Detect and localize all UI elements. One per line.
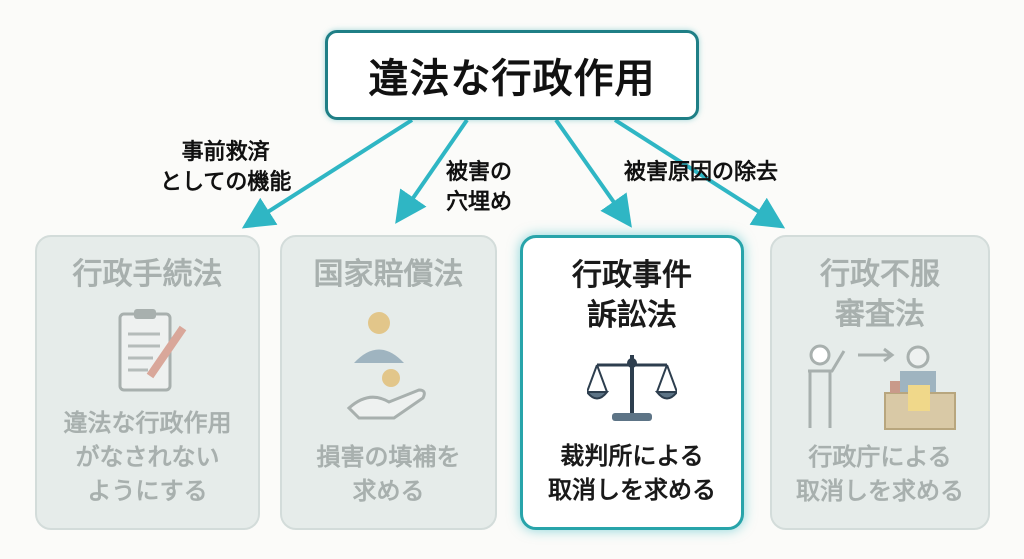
- card-name: 行政不服 審査法: [820, 255, 940, 335]
- desc-line: 行政庁による: [808, 443, 952, 471]
- desc-line: 取消しを求める: [796, 477, 964, 505]
- label-line: 事前救済: [181, 140, 270, 165]
- desc-line: ようにする: [87, 477, 208, 505]
- arrow-to-appeal: [613, 118, 786, 229]
- label-compensation: 被害の 穴埋め: [446, 158, 512, 218]
- person-to-official-icon: [800, 335, 960, 440]
- desc-line: 取消しを求める: [548, 476, 716, 504]
- name-line: 審査法: [835, 297, 925, 332]
- desc-line: 裁判所による: [560, 442, 704, 470]
- card-administrative-case-litigation-act: 行政事件 訴訟法 裁判所による 取消しを求める: [520, 235, 744, 530]
- card-name: 行政手続法: [72, 257, 223, 292]
- desc-line: がなされない: [75, 443, 220, 471]
- arrow-to-litigation: [554, 118, 632, 228]
- desc-line: 損害の填補を: [316, 443, 461, 471]
- card-administrative-appeal-act: 行政不服 審査法 行政庁による 取消しを求める: [770, 235, 990, 530]
- card-name: 行政事件 訴訟法: [572, 256, 692, 336]
- desc-line: 求める: [352, 477, 425, 505]
- name-line: 行政不服: [820, 257, 940, 292]
- name-line: 訴訟法: [587, 298, 677, 333]
- card-name: 国家賠償法: [313, 257, 464, 292]
- label-line: 穴埋め: [446, 190, 513, 215]
- desc-line: 違法な行政作用: [63, 409, 232, 437]
- name-line: 行政事件: [572, 258, 692, 293]
- money-hand-icon: [339, 295, 439, 440]
- arrow-to-compensation: [395, 118, 469, 224]
- card-description: 裁判所による 取消しを求める: [548, 439, 716, 507]
- label-removal: 被害原因の除去: [624, 160, 779, 185]
- clipboard-pencil-icon: [98, 295, 198, 406]
- label-line: 被害の: [446, 160, 513, 185]
- card-state-compensation-act: 国家賠償法 損害の填補を 求める: [280, 235, 497, 530]
- title: 違法な行政作用: [368, 56, 656, 102]
- label-pre-relief: 事前救済 としての機能: [160, 138, 291, 198]
- title-box: 違法な行政作用: [325, 30, 699, 120]
- card-description: 損害の填補を 求める: [317, 440, 461, 508]
- label-line: としての機能: [160, 170, 292, 195]
- card-administrative-procedure-act: 行政手続法 違法な行政作用 がなされない ようにする: [35, 235, 260, 530]
- arrow-to-procedure: [241, 118, 414, 229]
- card-description: 違法な行政作用 がなされない ようにする: [64, 406, 232, 508]
- scales-icon: [587, 336, 677, 439]
- card-description: 行政庁による 取消しを求める: [796, 440, 964, 508]
